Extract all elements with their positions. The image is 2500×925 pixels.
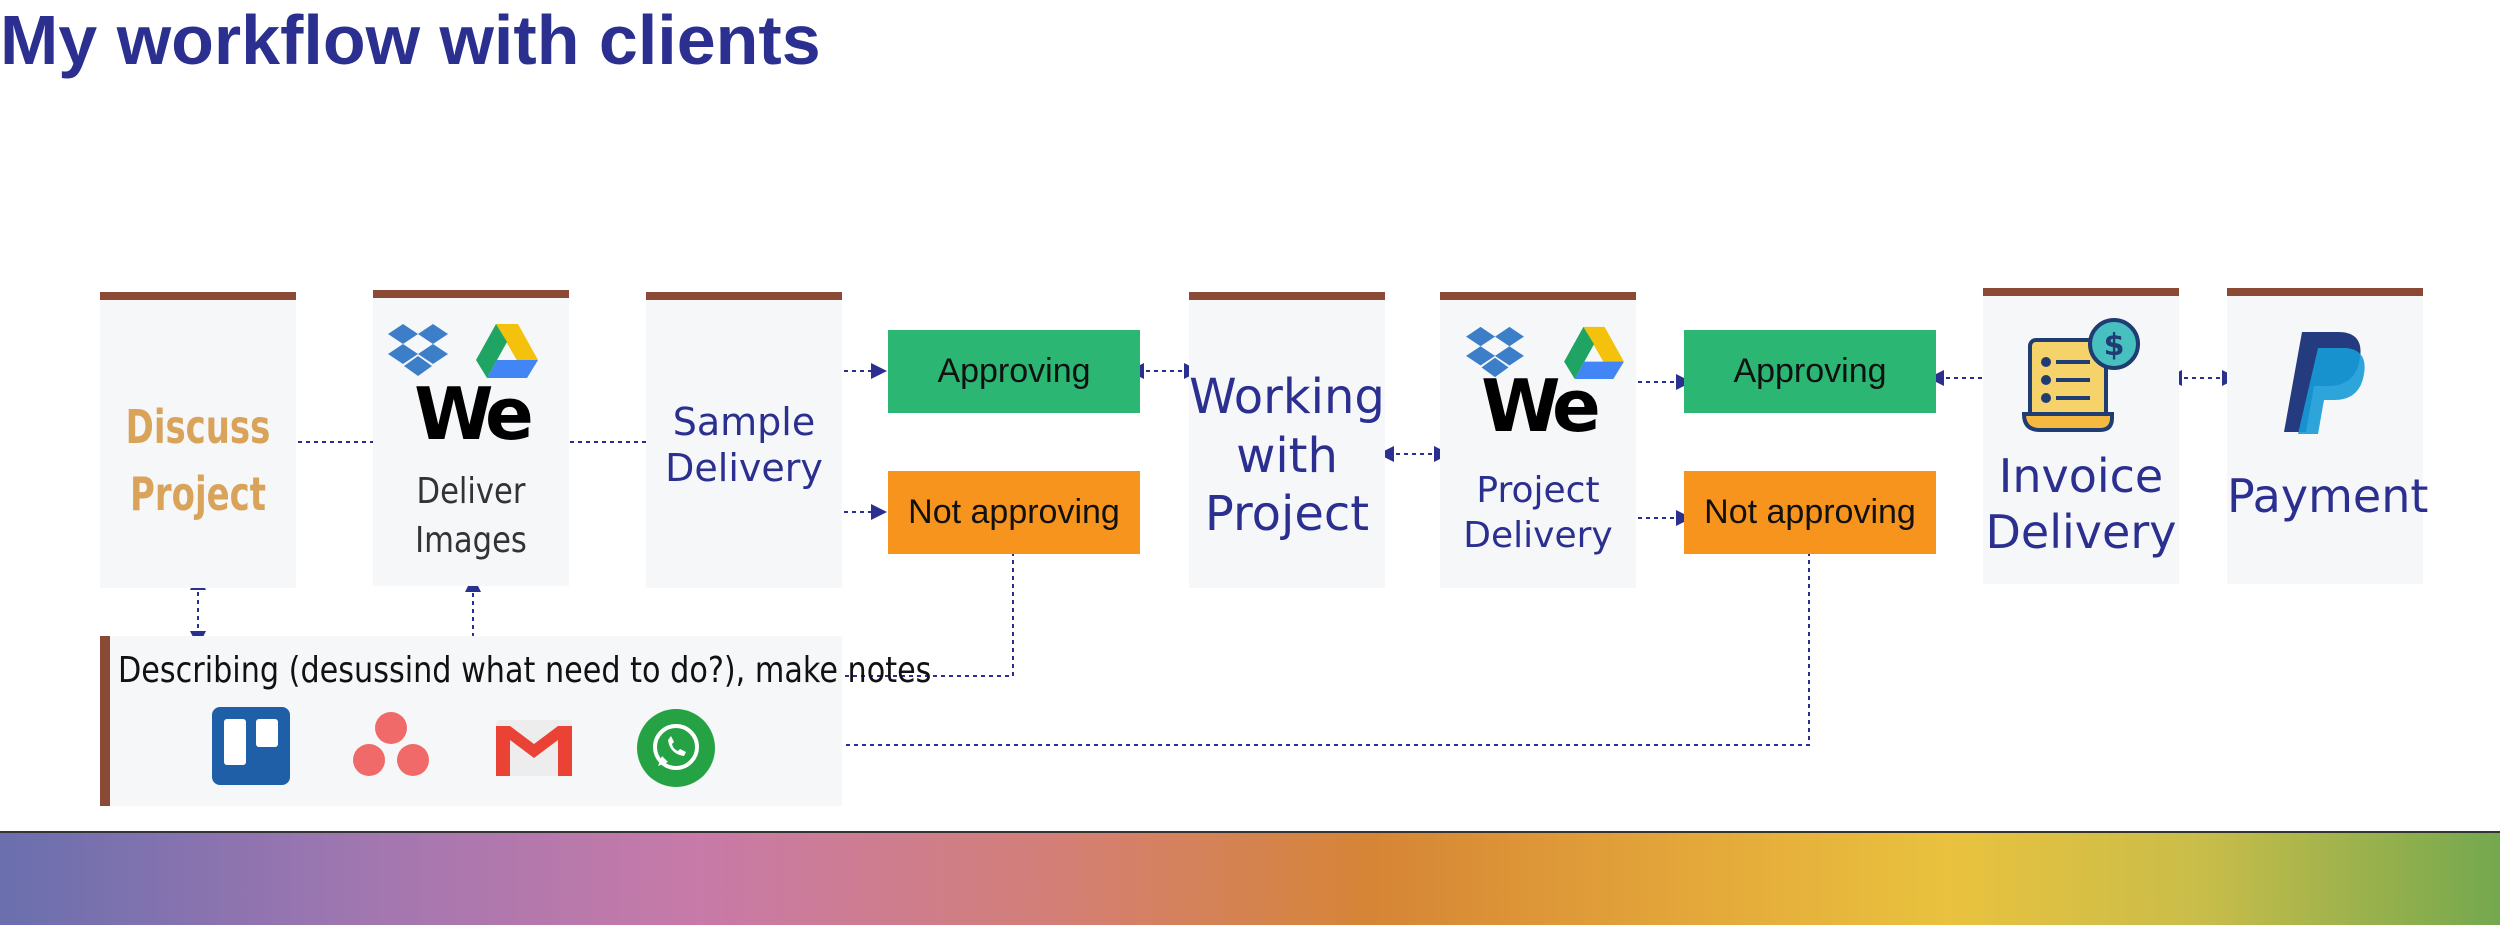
dropbox-icon bbox=[388, 324, 448, 376]
accent-bar bbox=[373, 290, 569, 298]
approving-box-2: Approving bbox=[1684, 330, 1936, 413]
asana-icon bbox=[353, 712, 429, 776]
step-card-working bbox=[1189, 296, 1385, 588]
accent-bar bbox=[1440, 292, 1636, 300]
accent-bar bbox=[1983, 288, 2179, 296]
approving-box-1: Approving bbox=[888, 330, 1140, 413]
wetransfer-icon: We bbox=[414, 372, 534, 456]
dropbox-icon bbox=[1466, 326, 1524, 378]
whatsapp-icon bbox=[637, 709, 715, 787]
accent-bar bbox=[2227, 288, 2423, 296]
connector bbox=[814, 552, 1810, 753]
step-label-payment: Payment bbox=[2227, 469, 2429, 523]
step-label-deliver-images: Deliver Images bbox=[415, 471, 527, 561]
accent-bar bbox=[646, 292, 842, 300]
step-label-invoice: Invoice Delivery bbox=[1985, 449, 2177, 560]
step-card-deliver-images bbox=[373, 294, 569, 586]
connector bbox=[814, 552, 1014, 684]
invoice-icon: $ bbox=[2022, 318, 2140, 432]
trello-icon bbox=[212, 707, 290, 785]
notes-text: Describing (desussind what need to do?),… bbox=[118, 650, 932, 691]
accent-bar bbox=[1189, 292, 1385, 300]
google-drive-icon bbox=[1564, 326, 1624, 379]
page-title: My workflow with clients bbox=[0, 1, 821, 79]
step-card-sample-delivery bbox=[646, 296, 842, 588]
gmail-icon bbox=[496, 720, 572, 776]
not-approving-box-2: Not approving bbox=[1684, 471, 1936, 554]
step-label-project-delivery: Project Delivery bbox=[1463, 470, 1613, 556]
svg-text:$: $ bbox=[2104, 328, 2125, 363]
step-label-working: Working with Project bbox=[1189, 369, 1385, 543]
step-label-sample-delivery: Sample Delivery bbox=[665, 400, 823, 490]
step-card-discuss bbox=[100, 296, 296, 588]
paypal-icon bbox=[2284, 332, 2365, 434]
step-label-discuss: Discuss Project bbox=[125, 400, 271, 521]
footer-gradient-band bbox=[0, 831, 2500, 925]
google-drive-icon bbox=[476, 324, 538, 378]
wetransfer-icon: We bbox=[1481, 364, 1601, 448]
notes-accent-bar bbox=[100, 636, 110, 806]
not-approving-box-1: Not approving bbox=[888, 471, 1140, 554]
accent-bar bbox=[100, 292, 296, 300]
